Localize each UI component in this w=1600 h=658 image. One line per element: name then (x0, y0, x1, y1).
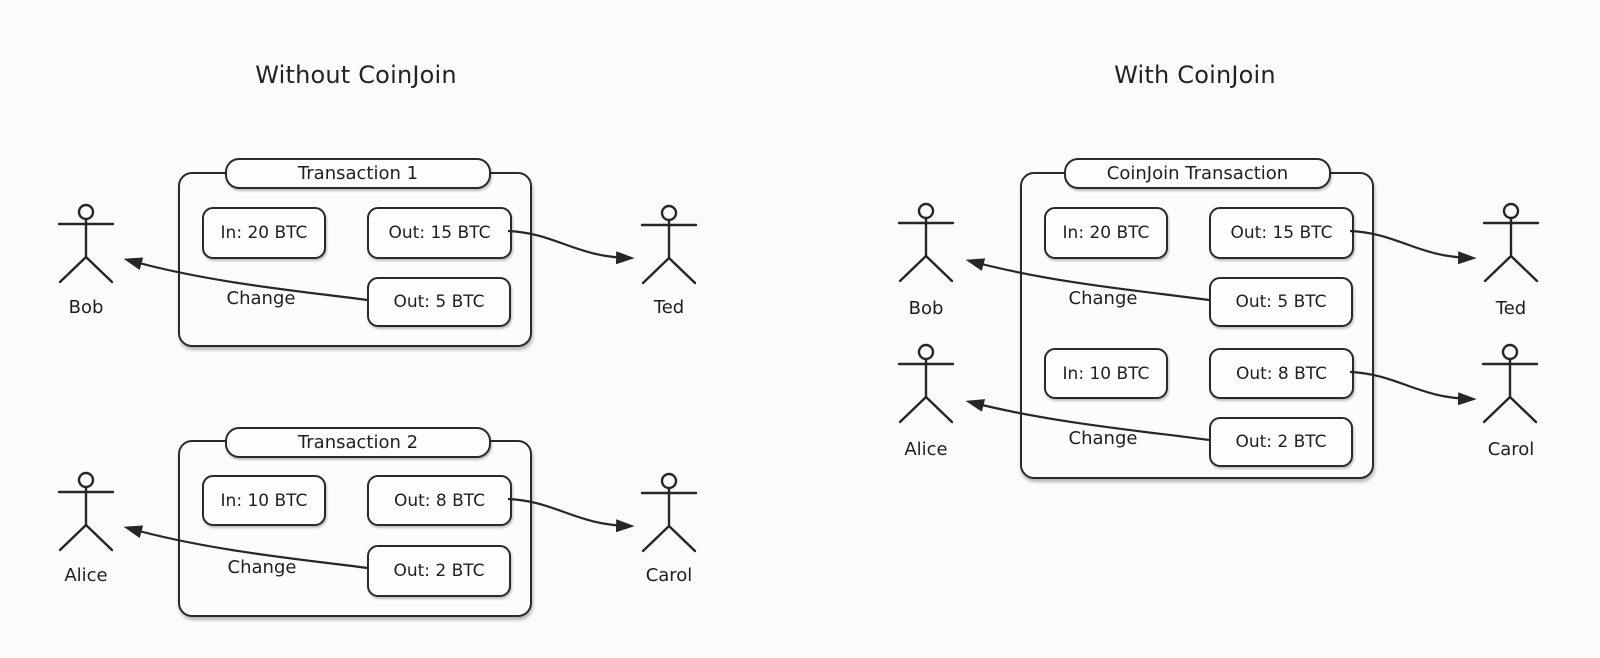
cj-output2-box: Out: 8 BTC (1209, 348, 1354, 399)
carol-person-icon (640, 472, 698, 553)
bob-person-icon (57, 203, 115, 284)
cj-alice-person-icon (897, 343, 955, 424)
coinjoin-transaction-title-pill: CoinJoin Transaction (1064, 158, 1331, 189)
ted-person-icon (640, 204, 698, 285)
cj-alice-label: Alice (904, 439, 948, 460)
cj-carol-person-icon (1481, 343, 1539, 424)
cj-ted-label: Ted (1495, 298, 1527, 319)
alice-person-icon (57, 471, 115, 552)
ted-label: Ted (653, 297, 685, 318)
cj-input2-box: In: 10 BTC (1044, 348, 1168, 399)
cj-change-output1-box: Out: 5 BTC (1209, 277, 1353, 327)
carol-label: Carol (645, 565, 693, 586)
left-panel-title: Without CoinJoin (255, 61, 457, 89)
right-panel-title: With CoinJoin (1114, 61, 1276, 89)
tx2-input-box: In: 10 BTC (202, 475, 326, 526)
tx2-output1-box: Out: 8 BTC (367, 475, 512, 526)
cj-change1-label: Change (1068, 288, 1138, 309)
cj-bob-label: Bob (908, 298, 944, 319)
cj-change-output2-box: Out: 2 BTC (1209, 417, 1353, 467)
cj-input1-box: In: 20 BTC (1044, 207, 1168, 259)
cj-ted-person-icon (1482, 202, 1540, 283)
tx2-change-label: Change (227, 557, 297, 578)
cj-carol-label: Carol (1487, 439, 1535, 460)
tx1-input-box: In: 20 BTC (202, 207, 326, 259)
tx2-output2-box: Out: 2 BTC (367, 545, 511, 597)
cj-bob-person-icon (897, 202, 955, 283)
tx1-output1-box: Out: 15 BTC (367, 207, 512, 259)
tx1-output2-box: Out: 5 BTC (367, 277, 511, 327)
transaction1-title-pill: Transaction 1 (225, 158, 491, 189)
tx1-change-label: Change (226, 288, 296, 309)
alice-label: Alice (64, 565, 108, 586)
bob-label: Bob (68, 297, 104, 318)
cj-output1-box: Out: 15 BTC (1209, 207, 1354, 259)
cj-change2-label: Change (1068, 428, 1138, 449)
transaction2-title-pill: Transaction 2 (225, 427, 491, 458)
